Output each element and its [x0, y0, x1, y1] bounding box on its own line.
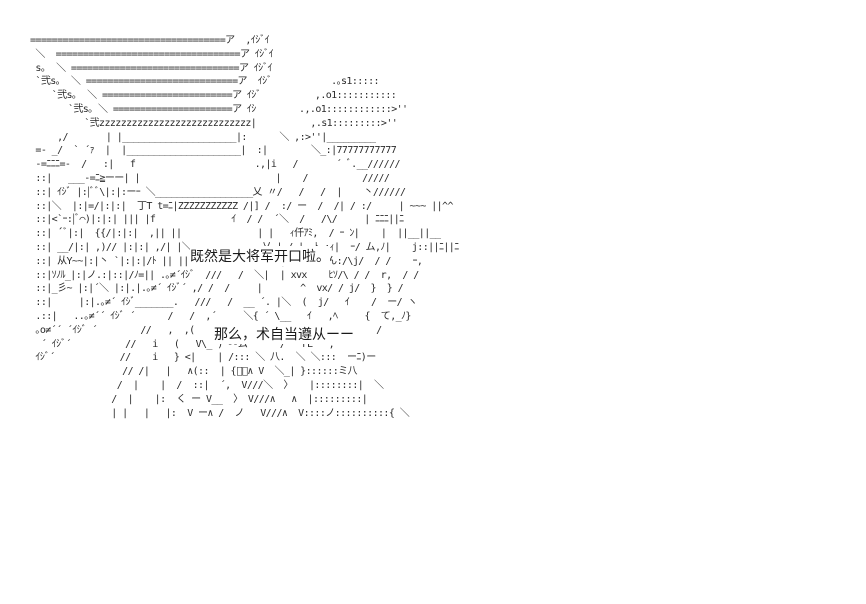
speech-line-1: 既然是大将军开口啦。 — [190, 246, 330, 266]
speech-line-2: 那么，术自当遵从ーー — [214, 324, 354, 344]
ascii-art-figure: ====================================ア ,ｲ… — [30, 35, 459, 419]
